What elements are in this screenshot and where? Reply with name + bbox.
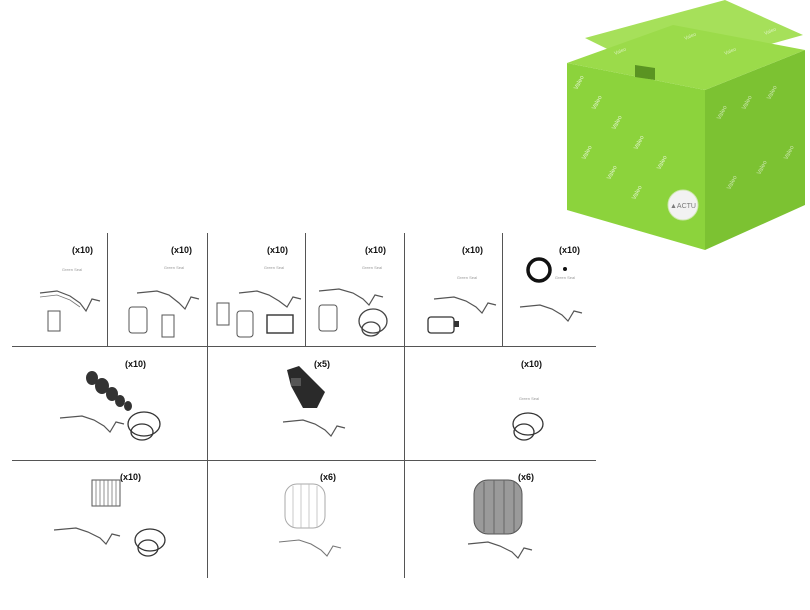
col-divider [207,233,208,346]
quantity-label: (x10) [365,245,387,255]
svg-text:Valeo: Valeo [684,32,698,42]
row-divider [12,346,596,347]
svg-text:Valeo: Valeo [764,27,778,37]
col-divider [305,233,306,346]
o-ring-icon [519,257,583,322]
hose-fitting-icon [128,290,200,338]
part-cell: (x10) [12,346,207,460]
col-divider [404,346,405,578]
row-divider [12,460,596,461]
dust-cap-dark-icon [467,479,533,559]
part-note: Green Seal [263,265,285,270]
part-note: Green Seal [554,275,576,280]
quantity-label: (x10) [171,245,193,255]
product-box-image: ▲ACTU Valeo Valeo Valeo Valeo Valeo Vale… [555,0,810,250]
part-cell: (x6) [404,460,596,578]
hose-fitting-icon [427,296,497,334]
quantity-label: (x6) [518,472,535,482]
part-note: Green Seal [518,396,540,401]
part-cell: (x10) Green Seal [12,233,107,346]
part-cell: (x5) [207,346,404,460]
quantity-label: (x10) [521,359,543,369]
quantity-label: (x5) [314,359,331,369]
part-cell: (x10) Green Seal [502,233,596,346]
cap-fitting-icon [53,479,166,557]
part-note: Green Seal [163,265,185,270]
quantity-label: (x10) [125,359,147,369]
quantity-label: (x10) [462,245,484,255]
col-divider [107,233,108,346]
hose-fitting-icon [216,290,302,338]
dust-cap-icon [278,483,342,557]
valve-tool-icon [59,371,161,441]
quantity-label: (x10) [267,245,289,255]
part-cell: (x10) Green Seal [305,233,404,346]
hose-fitting-icon [39,290,101,332]
valve-core-icon [282,366,346,437]
quantity-label: (x6) [320,472,337,482]
part-cell: (x10) Green Seal [207,233,305,346]
part-note: Green Seal [361,265,383,270]
svg-text:Valeo: Valeo [724,47,738,57]
part-cell: (x10) Green Seal [107,233,207,346]
part-cell: (x10) [12,460,207,578]
part-note: Green Seal [456,275,478,280]
svg-text:Valeo: Valeo [614,47,628,57]
part-note: Green Seal [61,267,83,272]
adapter-fitting-icon [512,412,544,441]
part-cell: (x10) Green Seal [404,233,502,346]
col-divider [502,233,503,346]
quantity-label: (x10) [72,245,94,255]
hose-fitting-icon [318,288,388,337]
quantity-label: (x10) [120,472,142,482]
part-cell: (x10) Green Seal [404,346,596,460]
parts-grid: (x10) Green Seal (x10) Green Seal (x10) … [12,233,596,578]
col-divider [207,346,208,578]
valeo-box-illustration: ▲ACTU Valeo Valeo Valeo Valeo Valeo Vale… [567,0,805,250]
box-badge: ▲ACTU [670,203,696,210]
quantity-label: (x10) [559,245,581,255]
col-divider [404,233,405,346]
part-cell: (x6) [207,460,404,578]
